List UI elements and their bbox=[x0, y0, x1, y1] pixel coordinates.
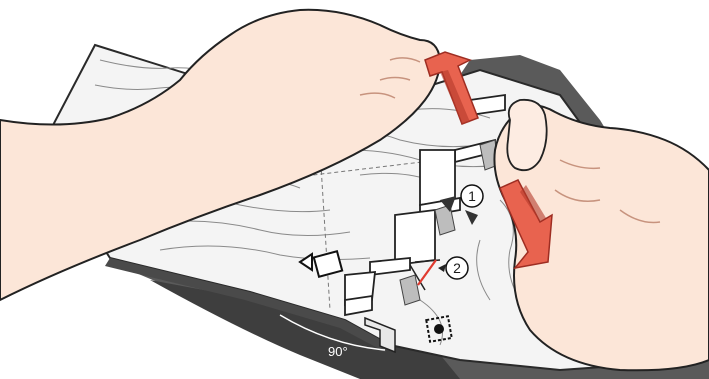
angle-label: 90° bbox=[328, 344, 348, 359]
callout-1: 1 bbox=[461, 185, 483, 207]
callout-1-label: 1 bbox=[468, 188, 476, 204]
right-thumb bbox=[507, 100, 546, 170]
callout-2-label: 2 bbox=[453, 260, 461, 276]
callout-2: 2 bbox=[446, 257, 468, 279]
